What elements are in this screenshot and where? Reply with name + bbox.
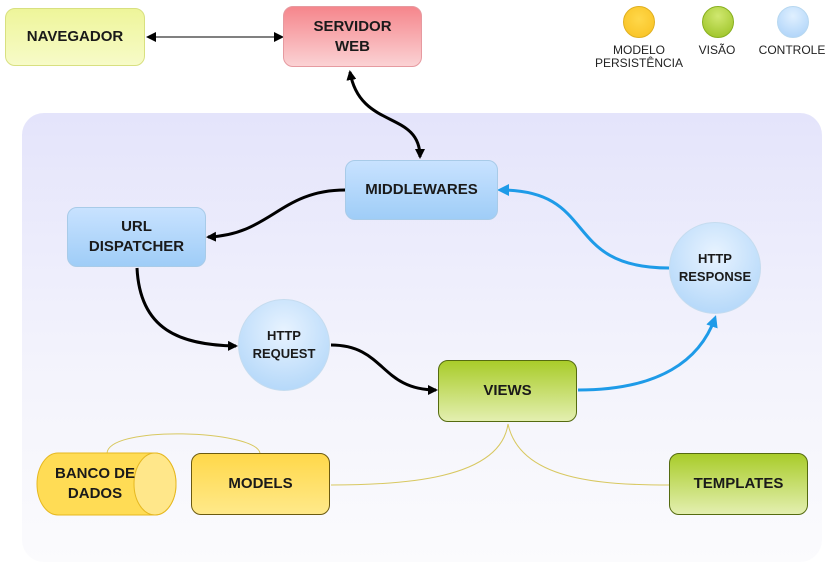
- legend-visao-icon: [702, 6, 734, 38]
- models-node: MODELS: [191, 453, 330, 515]
- http-response-node: HTTP RESPONSE: [669, 222, 761, 314]
- servidor-web-node: SERVIDOR WEB: [283, 6, 422, 67]
- link-views-models: [330, 423, 509, 486]
- middlewares-node: MIDDLEWARES: [345, 160, 498, 220]
- banco-de-dados-cylinder: [36, 452, 177, 516]
- arrow-url-request: [135, 267, 238, 351]
- views-node: VIEWS: [438, 360, 577, 422]
- legend-visao-label: VISÃO: [698, 43, 736, 57]
- legend-modelo-label: MODELO PERSISTÊNCIA: [594, 43, 684, 70]
- navegador-node: NAVEGADOR: [5, 8, 145, 66]
- link-banco-models: [106, 433, 261, 454]
- arrow-response-middlewares: [497, 184, 670, 270]
- arrow-middlewares-url: [206, 188, 346, 242]
- arrow-servidor-middlewares: [346, 70, 425, 159]
- http-request-node: HTTP REQUEST: [238, 299, 330, 391]
- legend-controle-icon: [777, 6, 809, 38]
- banco-de-dados-label: BANCO DE DADOS: [54, 465, 135, 502]
- link-views-templates: [507, 423, 670, 486]
- url-dispatcher-node: URL DISPATCHER: [67, 207, 206, 267]
- arrow-views-response: [577, 315, 718, 392]
- legend-modelo-icon: [623, 6, 655, 38]
- templates-node: TEMPLATES: [669, 453, 808, 515]
- legend-controle-label: CONTROLE: [758, 43, 826, 57]
- arrow-request-views: [330, 343, 438, 395]
